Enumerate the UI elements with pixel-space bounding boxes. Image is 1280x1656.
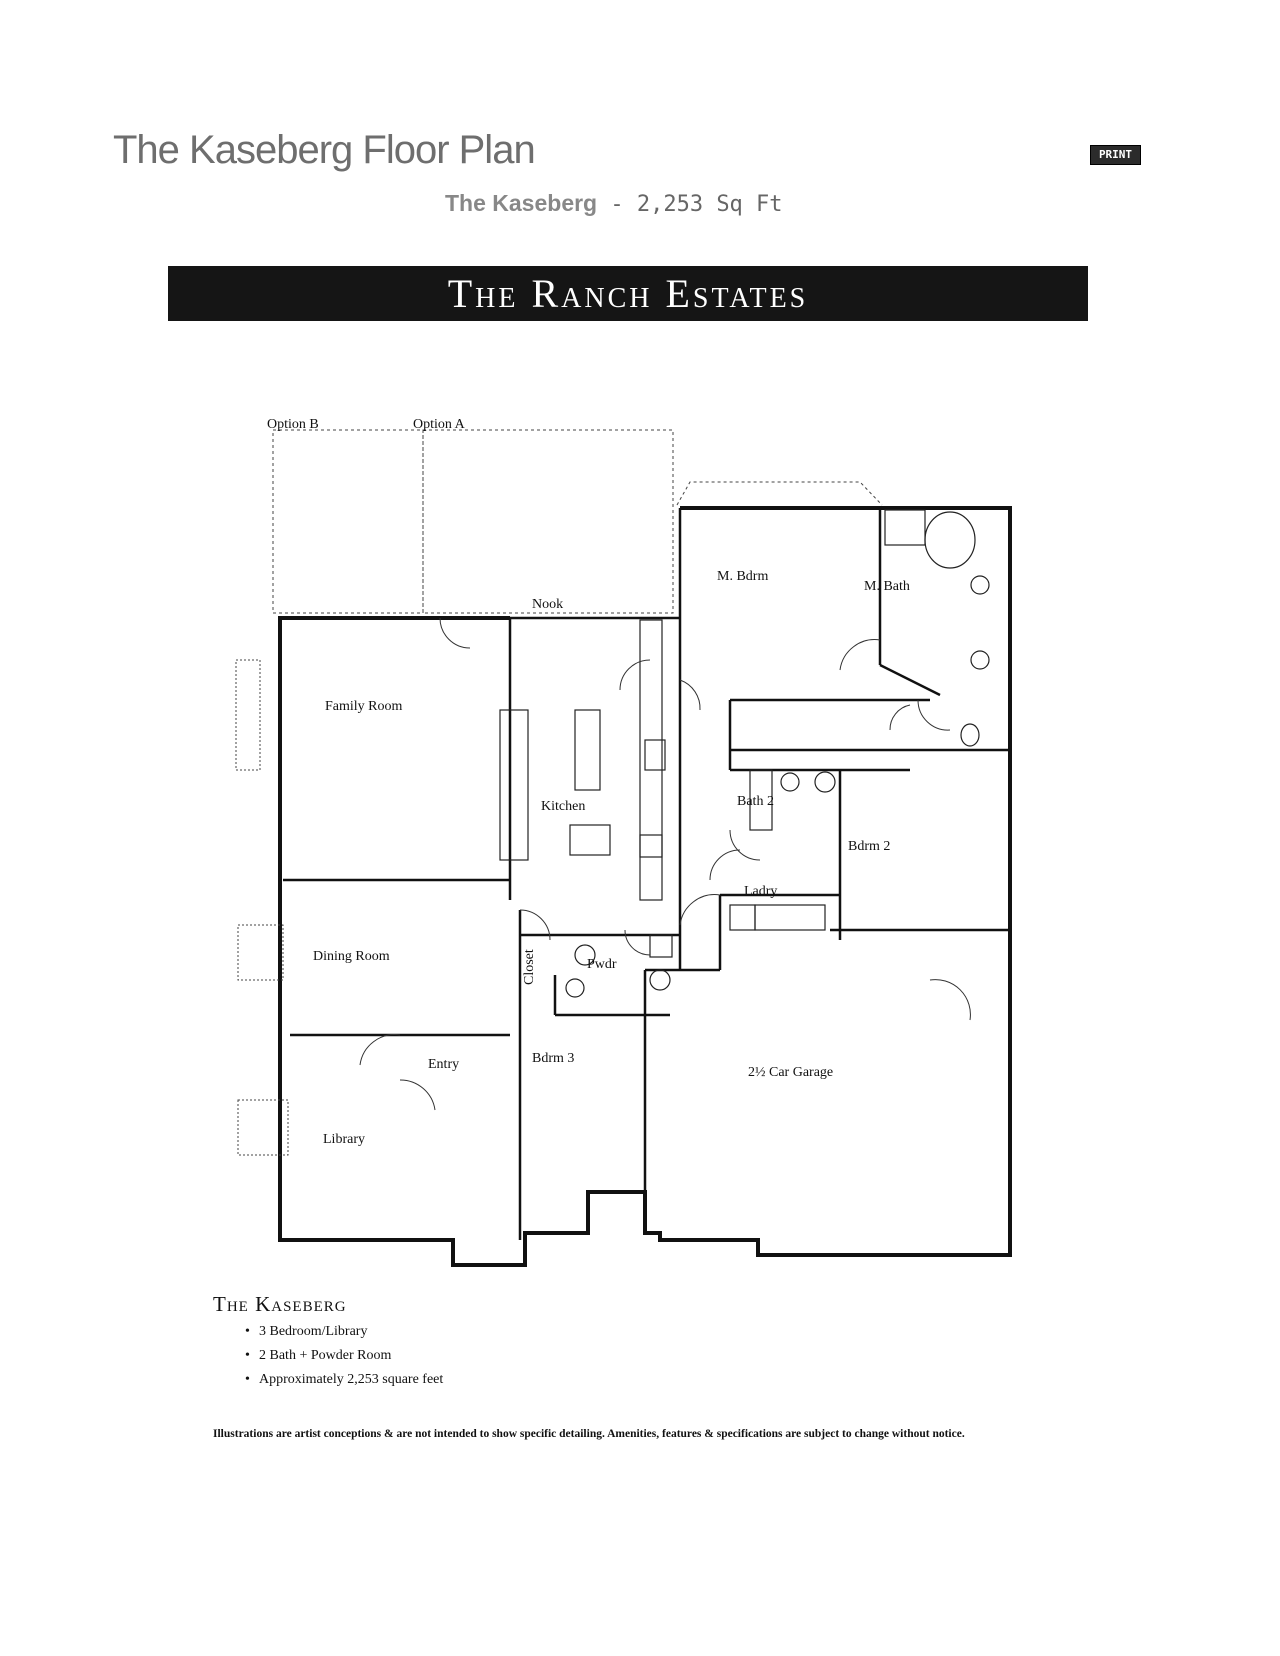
range xyxy=(644,739,666,771)
master-toilet xyxy=(960,723,980,747)
master-sink-1 xyxy=(970,575,990,595)
plan-name-heading: The Kaseberg xyxy=(213,1292,347,1316)
room-label-entry: Entry xyxy=(428,1057,459,1072)
feature-text: Approximately 2,253 square feet xyxy=(259,1372,444,1387)
option-b-outline xyxy=(272,429,424,614)
washer xyxy=(729,904,756,931)
powder-sink xyxy=(574,944,596,966)
room-label-bdrm-2: Bdrm 2 xyxy=(848,839,890,854)
feature-item: • Approximately 2,253 square feet xyxy=(245,1368,443,1392)
master-sink-2 xyxy=(970,650,990,670)
exterior-windows xyxy=(235,659,289,1156)
room-label-dining-room: Dining Room xyxy=(313,949,390,964)
room-label-kitchen: Kitchen xyxy=(541,799,585,814)
disclaimer-text: Illustrations are artist conceptions & a… xyxy=(213,1428,965,1440)
floor-plan-diagram: Option B Option A M. Bdrm M. Bath Nook F… xyxy=(235,417,1012,1267)
room-label-family-room: Family Room xyxy=(325,699,403,714)
room-labels: Option B Option A M. Bdrm M. Bath Nook F… xyxy=(267,417,910,1147)
fixtures xyxy=(499,509,990,998)
subtitle-square-feet: - 2,253 Sq Ft xyxy=(597,192,783,217)
plan-subtitle: The Kaseberg - 2,253 Sq Ft xyxy=(445,190,783,217)
feature-text: 3 Bedroom/Library xyxy=(259,1324,368,1339)
room-label-closet: Closet xyxy=(522,949,537,985)
room-label-nook: Nook xyxy=(532,597,563,612)
water-heater-1 xyxy=(649,934,673,958)
bullet-icon: • xyxy=(245,1372,250,1387)
fridge xyxy=(639,834,663,858)
kitchen-counter xyxy=(499,709,529,861)
subtitle-plan-name: The Kaseberg xyxy=(445,190,598,216)
option-a-label: Option A xyxy=(413,417,466,432)
bath-2-sink xyxy=(814,771,836,793)
community-banner: The Ranch Estates xyxy=(168,266,1088,321)
water-heater-2 xyxy=(649,969,671,991)
room-label-ladry: Ladry xyxy=(744,884,777,899)
room-label-pwdr: Pwdr xyxy=(587,957,617,972)
option-outlines xyxy=(272,429,883,614)
page-title: The Kaseberg Floor Plan xyxy=(113,128,536,172)
bullet-icon: • xyxy=(245,1348,250,1363)
bath-2-tub xyxy=(749,769,773,831)
option-a-outline xyxy=(422,429,674,614)
plan-features-list: • 3 Bedroom/Library • 2 Bath + Powder Room… xyxy=(245,1320,443,1392)
powder-toilet xyxy=(565,978,585,998)
bullet-icon: • xyxy=(245,1324,250,1339)
room-label-bath-2: Bath 2 xyxy=(737,794,774,809)
feature-item: • 2 Bath + Powder Room xyxy=(245,1344,443,1368)
door-swings xyxy=(359,617,971,1111)
room-label-bdrm-3: Bdrm 3 xyxy=(532,1051,574,1066)
master-tub xyxy=(924,511,976,569)
kitchen-table xyxy=(569,824,611,856)
feature-text: 2 Bath + Powder Room xyxy=(259,1348,392,1363)
option-b-label: Option B xyxy=(267,417,319,432)
bay-window-outline xyxy=(676,481,883,506)
master-shower xyxy=(884,509,926,546)
kitchen-island xyxy=(574,709,601,791)
print-button[interactable]: PRINT xyxy=(1090,145,1141,165)
room-label-garage: 2½ Car Garage xyxy=(748,1065,833,1080)
room-label-library: Library xyxy=(323,1132,365,1147)
feature-item: • 3 Bedroom/Library xyxy=(245,1320,443,1344)
room-label-m-bath: M. Bath xyxy=(864,579,910,594)
room-label-m-bdrm: M. Bdrm xyxy=(717,569,768,584)
bath-2-toilet xyxy=(780,772,800,792)
kitchen-cabinets xyxy=(639,619,663,901)
laundry-counter xyxy=(754,904,826,931)
